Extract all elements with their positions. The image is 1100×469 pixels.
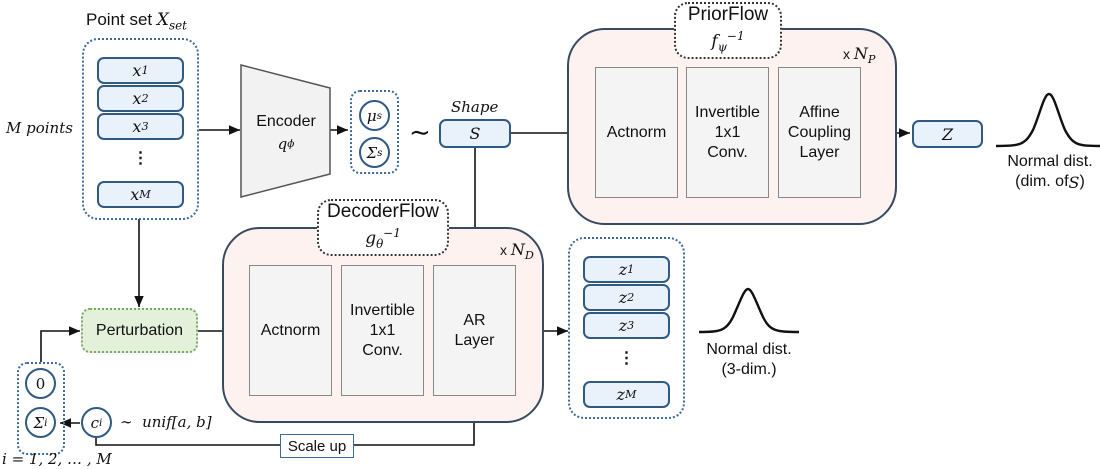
decoder-dist-label-line1: Normal dist. — [706, 341, 792, 358]
point-set-group — [82, 38, 199, 220]
point-set-symbol: Xset — [156, 10, 187, 33]
shape-caption: Shape — [451, 98, 499, 116]
point-ellipsis: ⋮ — [132, 150, 149, 167]
priorflow-layer-affine-coupling: Affine Coupling Layer — [778, 67, 861, 198]
decoderflow-layer-ar: AR Layer — [433, 265, 516, 396]
decoderflow-title-box: DecoderFlow gθ−1 — [317, 199, 449, 256]
perturbation-block: Perturbation — [81, 308, 198, 353]
z-set-group — [568, 237, 685, 419]
noise-params-group — [17, 362, 65, 455]
encoder-label: Encoder — [256, 113, 316, 130]
priorflow-title-box: PriorFlow fψ−1 — [674, 2, 782, 59]
point-set-title-text: Point set — [86, 10, 157, 29]
zero-mean-node: 0 — [25, 368, 56, 399]
prior-dist-label-line2: (dim. of S) — [1015, 172, 1085, 192]
point-set-title: Point set Xset — [86, 10, 187, 32]
scale-up-block: Scale up — [280, 434, 354, 458]
normal-dist-curve-decoder — [698, 287, 800, 334]
decoderflow-symbol: gθ−1 — [365, 225, 401, 252]
shape-params-group — [350, 90, 399, 174]
decoderflow-layer-invertible-conv: Invertible 1x1 Conv. — [341, 265, 424, 396]
decoderflow-title: DecoderFlow — [327, 200, 439, 222]
priorflow-layer-invertible-conv: Invertible 1x1 Conv. — [686, 67, 769, 198]
decoderflow-repeat-label: x ND — [500, 240, 534, 263]
priorflow-symbol: fψ−1 — [711, 28, 745, 55]
priorflow-title: PriorFlow — [687, 3, 769, 25]
decoder-dist-label-line2: (3-dim.) — [721, 361, 777, 378]
priorflow-layer-actnorm: Actnorm — [595, 67, 678, 198]
prior-dist-label-line1: Normal dist. — [1007, 153, 1093, 170]
encoder-block — [240, 64, 331, 198]
normal-dist-curve-prior — [995, 92, 1100, 148]
uniform-dist-label: ∼ unif[a, b] — [120, 413, 212, 431]
tilde-symbol: ∼ — [409, 117, 431, 147]
index-range-label: i = 1, 2, … , M — [2, 450, 112, 468]
arrow-noise-to-perturbation — [40, 326, 80, 362]
z-ellipsis: ⋮ — [618, 350, 635, 367]
decoderflow-layer-actnorm: Actnorm — [249, 265, 332, 396]
m-points-label: M points — [6, 119, 73, 137]
z-node: Z — [912, 120, 983, 148]
priorflow-repeat-label: x NP — [843, 44, 876, 67]
shape-node: S — [439, 119, 511, 148]
